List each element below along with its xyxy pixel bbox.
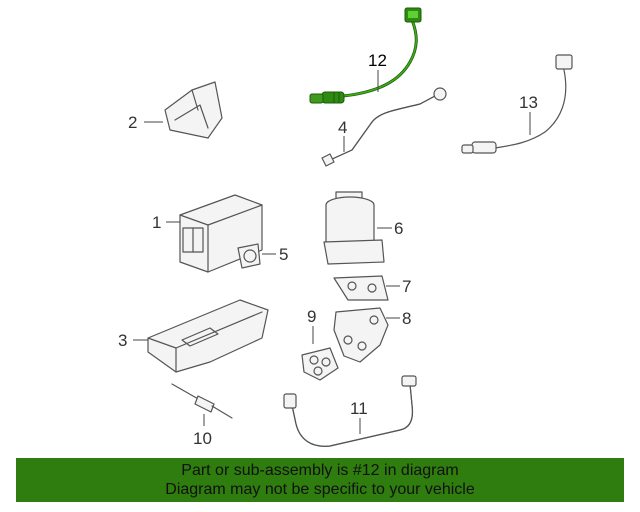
callout-6[interactable]: 6 [394, 219, 403, 238]
callout-4[interactable]: 4 [338, 118, 347, 137]
part-6-egr-valve[interactable] [323, 191, 385, 265]
callout-8[interactable]: 8 [402, 309, 411, 328]
callout-1[interactable]: 1 [152, 213, 161, 232]
part-11-hose[interactable] [283, 375, 417, 447]
parts-diagram: 12 13 4 2 6 1 [118, 7, 573, 448]
callout-13[interactable]: 13 [519, 93, 538, 112]
callout-10[interactable]: 10 [193, 429, 212, 448]
callout-7[interactable]: 7 [402, 277, 411, 296]
footer-line-2: Diagram may not be specific to your vehi… [165, 481, 475, 498]
part-5-sensor[interactable] [237, 243, 261, 269]
callout-9[interactable]: 9 [307, 307, 316, 326]
part-4-egr-pipe[interactable] [321, 87, 447, 167]
footer-banner: Part or sub-assembly is #12 in diagram D… [16, 458, 624, 502]
part-9-gasket[interactable] [301, 347, 339, 381]
part-8-adapter[interactable] [333, 307, 389, 363]
part-12-oxygen-sensor[interactable] [309, 7, 422, 104]
part-3-shield[interactable] [147, 299, 269, 373]
footer-line-1: Part or sub-assembly is #12 in diagram [181, 462, 459, 479]
part-7-gasket[interactable] [333, 275, 389, 301]
callout-12[interactable]: 12 [368, 51, 387, 70]
part-2-bracket[interactable] [164, 81, 223, 139]
part-13-oxygen-sensor[interactable] [461, 54, 573, 154]
part-10-sensor[interactable] [171, 383, 233, 419]
callout-2[interactable]: 2 [128, 113, 137, 132]
callout-5[interactable]: 5 [279, 245, 288, 264]
callout-3[interactable]: 3 [118, 331, 127, 350]
callout-11[interactable]: 11 [350, 399, 368, 418]
